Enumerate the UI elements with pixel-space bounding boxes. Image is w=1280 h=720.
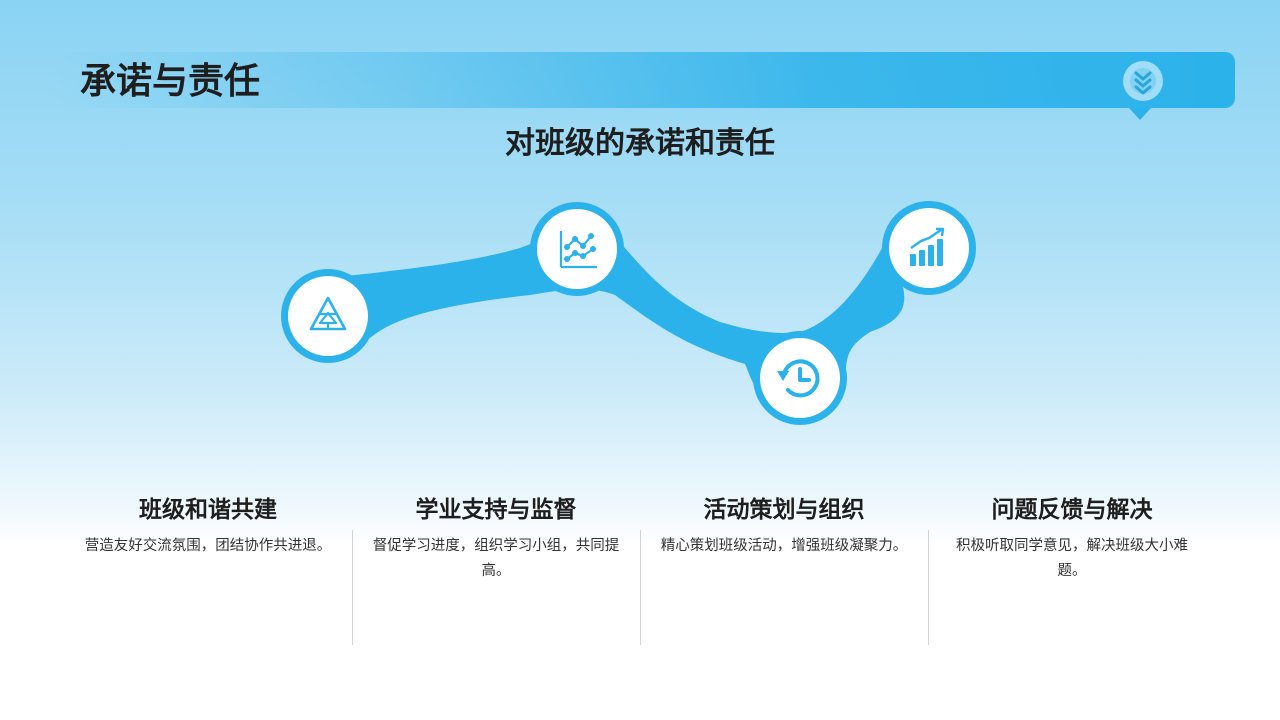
card-study-support: 学业支持与监督 督促学习进度，组织学习小组，共同提高。: [352, 490, 640, 650]
card-divider: [640, 530, 641, 645]
line-chart-icon: [537, 209, 617, 289]
card-title: 学业支持与监督: [415, 497, 577, 523]
card-title: 问题反馈与解决: [991, 497, 1153, 523]
card-row: 班级和谐共建 营造友好交流氛围，团结协作共进退。 学业支持与监督 督促学习进度，…: [64, 490, 1216, 650]
card-title: 班级和谐共建: [139, 497, 277, 523]
triangle-network-icon: [288, 276, 368, 356]
header-pointer: [1129, 108, 1151, 120]
history-clock-icon: [760, 338, 840, 418]
card-divider: [352, 530, 353, 645]
card-text: 营造友好交流氛围，团结协作共进退。: [84, 538, 332, 554]
card-text: 积极听取同学意见，解决班级大小难题。: [956, 538, 1188, 579]
page-title: 承诺与责任: [80, 61, 261, 102]
card-text: 督促学习进度，组织学习小组，共同提高。: [372, 538, 620, 579]
header-bar: [50, 52, 1235, 108]
card-feedback-solving: 问题反馈与解决 积极听取同学意见，解决班级大小难题。: [928, 490, 1216, 650]
card-title: 活动策划与组织: [703, 497, 865, 523]
card-divider: [928, 530, 929, 645]
bar-chart-growth-icon: [889, 208, 969, 288]
section-subtitle: 对班级的承诺和责任: [505, 126, 775, 161]
card-class-harmony: 班级和谐共建 营造友好交流氛围，团结协作共进退。: [64, 490, 352, 650]
card-text: 精心策划班级活动，增强班级凝聚力。: [660, 538, 908, 554]
card-activity-planning: 活动策划与组织 精心策划班级活动，增强班级凝聚力。: [640, 490, 928, 650]
double-chevron-down-icon[interactable]: [1123, 61, 1163, 101]
